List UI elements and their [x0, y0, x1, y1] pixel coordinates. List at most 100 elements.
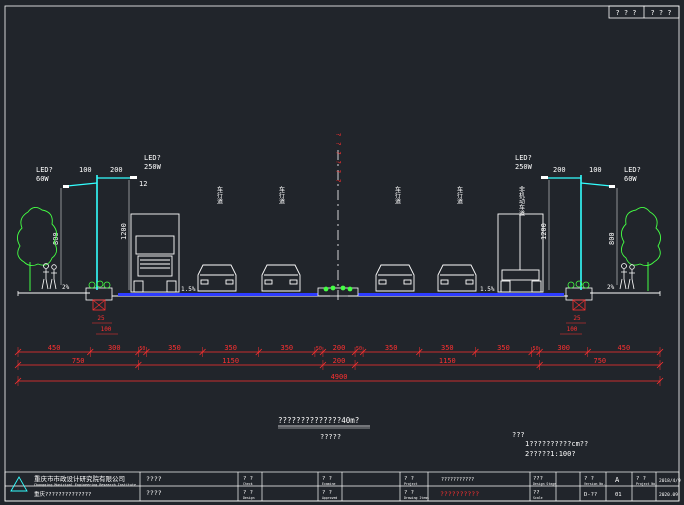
- tb-scale-en: Scale: [533, 496, 543, 500]
- dim-row-2-label: 1150: [439, 357, 456, 365]
- right-small-light-label: LED?: [624, 166, 641, 174]
- right-big-light-watt: 250W: [515, 163, 533, 171]
- dim-row-1-label: 300: [557, 344, 570, 352]
- left-arm-100: 100: [79, 166, 92, 174]
- dim-row-2-label: 200: [333, 357, 346, 365]
- slope-right-road: 1.5%: [480, 286, 495, 293]
- dim-row-1-label: 50: [316, 346, 322, 352]
- car-icon-3: [375, 264, 415, 292]
- left-carriageway-pavement: [118, 293, 318, 296]
- slope-right-walk: 2%: [607, 284, 615, 291]
- drawing-notes: ??????????????40m? ????? ??? 1??????????…: [278, 416, 588, 458]
- tb-scale: ??: [533, 490, 540, 496]
- tb-draw-en: Drawing Items: [404, 496, 429, 500]
- right-arm-100: 100: [589, 166, 602, 174]
- curb-dim-25-right: 25: [573, 315, 581, 322]
- tb-project-no-en: Project No.: [636, 482, 657, 486]
- dim-row-1-label: 50: [533, 346, 539, 352]
- car-icon-4: [437, 264, 477, 292]
- planter-shrub-icon: [88, 280, 590, 289]
- right-height-800: 800: [608, 232, 616, 245]
- slope-left-road: 1.5%: [181, 286, 196, 293]
- left-tree-icon: [17, 207, 57, 291]
- dim-row-2-label: 750: [593, 357, 606, 365]
- tb-design-en: Design: [243, 496, 255, 500]
- tb-examine: ? ?: [322, 476, 332, 482]
- tb-check: ? ?: [243, 476, 253, 482]
- title-block: [4, 471, 680, 502]
- tb-approve: ? ?: [322, 490, 332, 496]
- right-planter: [565, 287, 593, 311]
- tb-design: ? ?: [243, 490, 253, 496]
- left-light-pole: [60, 175, 137, 290]
- right-arm-200: 200: [553, 166, 566, 174]
- tb-version-value: A: [615, 476, 620, 484]
- slope-labels: 2% 1.5% 1.5% 2%: [62, 284, 615, 293]
- dim-total-label: 4900: [331, 373, 348, 381]
- lane-label-left-a: 车行道: [216, 185, 223, 205]
- section-title: ??????????????40m?: [278, 416, 359, 425]
- tb-drawing-sub: ???????????: [441, 477, 474, 483]
- note-2: 2?????1:100?: [525, 450, 576, 458]
- tb-sheet-no: D-??: [584, 492, 597, 498]
- lane-label-bike: 非机动车道: [518, 185, 525, 217]
- tb-approve-en: Approved: [322, 496, 337, 500]
- lane-label-left-b: 车行道: [278, 185, 285, 205]
- left-small-light-watt: 60W: [36, 175, 49, 183]
- right-small-light-watt: 60W: [624, 175, 637, 183]
- org-name-cn: 重庆市市政设计研究院有限公司: [34, 474, 125, 483]
- org-name-en: Chongqing Municipal Engineering Research…: [34, 483, 136, 487]
- curb-dim-25-left: 25: [97, 315, 105, 322]
- truck-icon-left: [130, 213, 180, 293]
- truck-icon-right: [497, 213, 544, 293]
- tb-drawing-title: ??????????: [440, 490, 479, 498]
- dim-row-2-label: 750: [72, 357, 85, 365]
- dim-row-1-label: 350: [281, 344, 294, 352]
- left-planter: [85, 287, 113, 311]
- car-icon-2: [261, 264, 301, 292]
- left-pedestrian-icon: [41, 263, 57, 290]
- tb-examine-en: Examine: [322, 482, 336, 486]
- right-pedestrian-icon: [619, 263, 635, 290]
- light-labels: LED? 60W LED? 250W LED? 250W LED? 60W 10…: [36, 154, 641, 245]
- tb-date-2: 2020.09: [659, 492, 678, 498]
- tb-project-no: ? ?: [636, 476, 646, 482]
- corner-right-text: ? ? ?: [650, 9, 671, 17]
- dim-row-1-label: 50: [356, 346, 362, 352]
- left-arm-200: 200: [110, 166, 123, 174]
- left-height-1200: 1200: [120, 223, 128, 240]
- road-surface: [17, 287, 661, 311]
- tb-stage: ???: [533, 476, 543, 482]
- tb-check-en: Check: [243, 482, 253, 486]
- dim-row-1-label: 200: [333, 344, 346, 352]
- dim-row-1-label: 300: [108, 344, 121, 352]
- tb-version-en: Version No.: [584, 482, 605, 486]
- left-small-light-label: LED?: [36, 166, 53, 174]
- project-name-2: ????: [146, 489, 162, 497]
- title-block-logo: [10, 476, 28, 492]
- tb-stage-en: Design Stage: [533, 482, 556, 486]
- notes-head: ???: [512, 431, 525, 439]
- right-carriageway-pavement: [358, 293, 564, 296]
- left-arm-12: 12: [139, 180, 147, 188]
- dim-row-1-label: 350: [168, 344, 181, 352]
- right-tree-icon: [621, 207, 661, 291]
- left-big-light-watt: 250W: [144, 163, 162, 171]
- lane-label-right-b: 车行道: [456, 185, 463, 205]
- car-icon-1: [197, 264, 237, 292]
- lane-labels: 车行道 车行道 车行道 车行道 非机动车道: [216, 185, 525, 217]
- tb-project: ? ?: [404, 476, 414, 482]
- dim-row-1-label: 50: [139, 346, 145, 352]
- left-big-light-label: LED?: [144, 154, 161, 162]
- dim-row-2-label: 1150: [222, 357, 239, 365]
- tb-sheet-no2: 01: [615, 492, 622, 498]
- tb-version: ? ?: [584, 476, 594, 482]
- dim-row-1-label: 350: [497, 344, 510, 352]
- section-subtitle: ?????: [320, 433, 341, 441]
- tb-date: 2018/4/9: [659, 478, 681, 484]
- right-height-1200: 1200: [540, 223, 548, 240]
- curb-dims: 25 100 25 100: [92, 315, 586, 335]
- dim-row-1-label: 350: [385, 344, 398, 352]
